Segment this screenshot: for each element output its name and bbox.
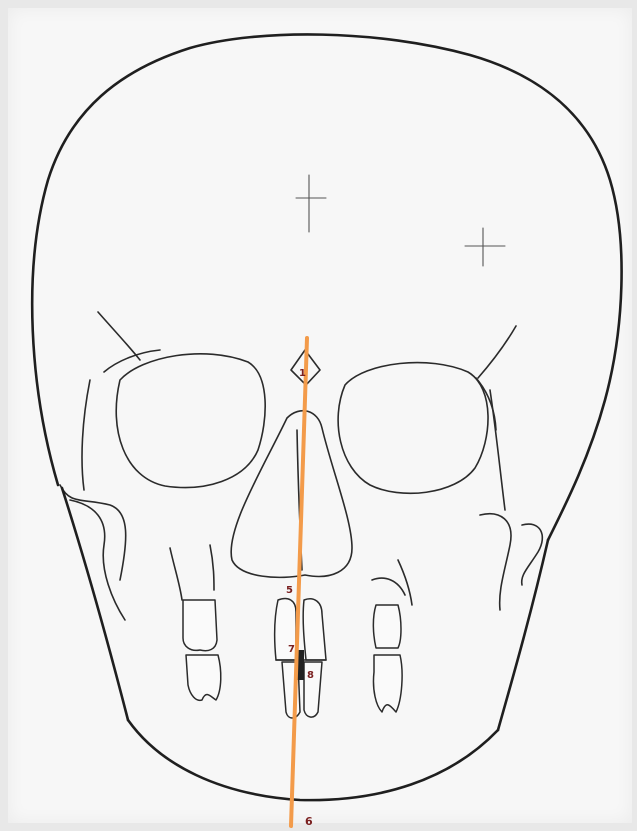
- upper-right-incisor: [303, 599, 326, 660]
- landmark-1: 1: [299, 368, 306, 379]
- left-maxilla-line: [170, 548, 182, 600]
- right-upper-molar: [373, 605, 401, 648]
- left-upper-molar: [183, 600, 217, 651]
- right-zygomatic-inner: [490, 390, 505, 510]
- right-zygomatic: [480, 514, 511, 610]
- crosshair-marks: [296, 175, 505, 266]
- left-maxilla-line-2: [210, 545, 214, 590]
- landmark-8: 8: [307, 670, 314, 681]
- landmark-6: 6: [305, 815, 313, 828]
- cranium-outline: [32, 34, 621, 540]
- landmark-5: 5: [286, 585, 293, 596]
- right-lower-molar: [373, 655, 402, 712]
- nasal-aperture: [231, 411, 352, 578]
- right-brow-line: [478, 326, 516, 378]
- right-maxilla-line-2: [398, 560, 412, 605]
- mandible-border: [128, 720, 498, 800]
- right-maxilla-line: [372, 578, 405, 595]
- left-brow-line: [98, 312, 140, 360]
- left-zygomatic-inner: [82, 380, 90, 490]
- right-orbit: [338, 363, 488, 494]
- left-lower-molar: [186, 655, 221, 700]
- left-orbit: [116, 354, 265, 488]
- landmark-7: 7: [288, 644, 295, 655]
- right-orbit-rim: [476, 378, 496, 430]
- left-ramus: [62, 488, 128, 720]
